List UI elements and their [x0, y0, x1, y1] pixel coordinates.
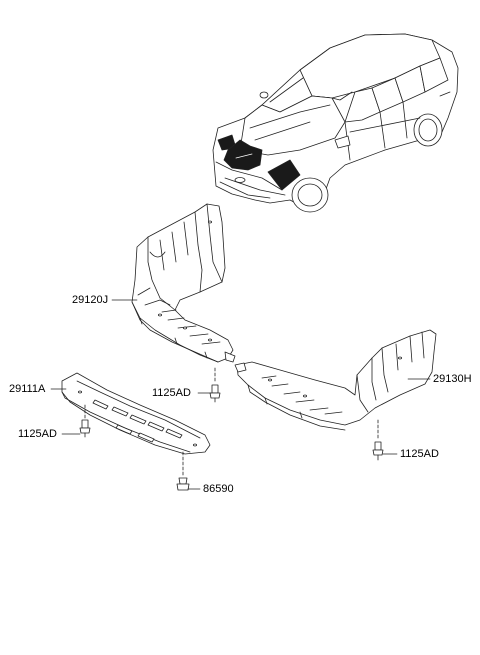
- part-label-86590: 86590: [203, 483, 234, 495]
- bolt-1125AD-left: [79, 404, 91, 438]
- part-label-1125AD-right: 1125AD: [400, 448, 439, 460]
- leader-lines: [50, 299, 431, 490]
- clip-86590: [176, 451, 190, 491]
- bolt-1125AD-center: [209, 367, 221, 403]
- undercover-29130H: [234, 329, 437, 431]
- car-illustration: [212, 33, 459, 213]
- part-label-29111A: 29111A: [9, 383, 46, 395]
- part-label-29120J: 29120J: [72, 294, 109, 306]
- undercover-29111A: [61, 372, 211, 455]
- part-label-29130H: 29130H: [433, 373, 472, 385]
- part-label-1125AD-center: 1125AD: [152, 387, 191, 399]
- bolt-1125AD-right: [372, 419, 384, 461]
- undercover-29120J: [131, 203, 236, 363]
- part-label-1125AD-left: 1125AD: [18, 428, 57, 440]
